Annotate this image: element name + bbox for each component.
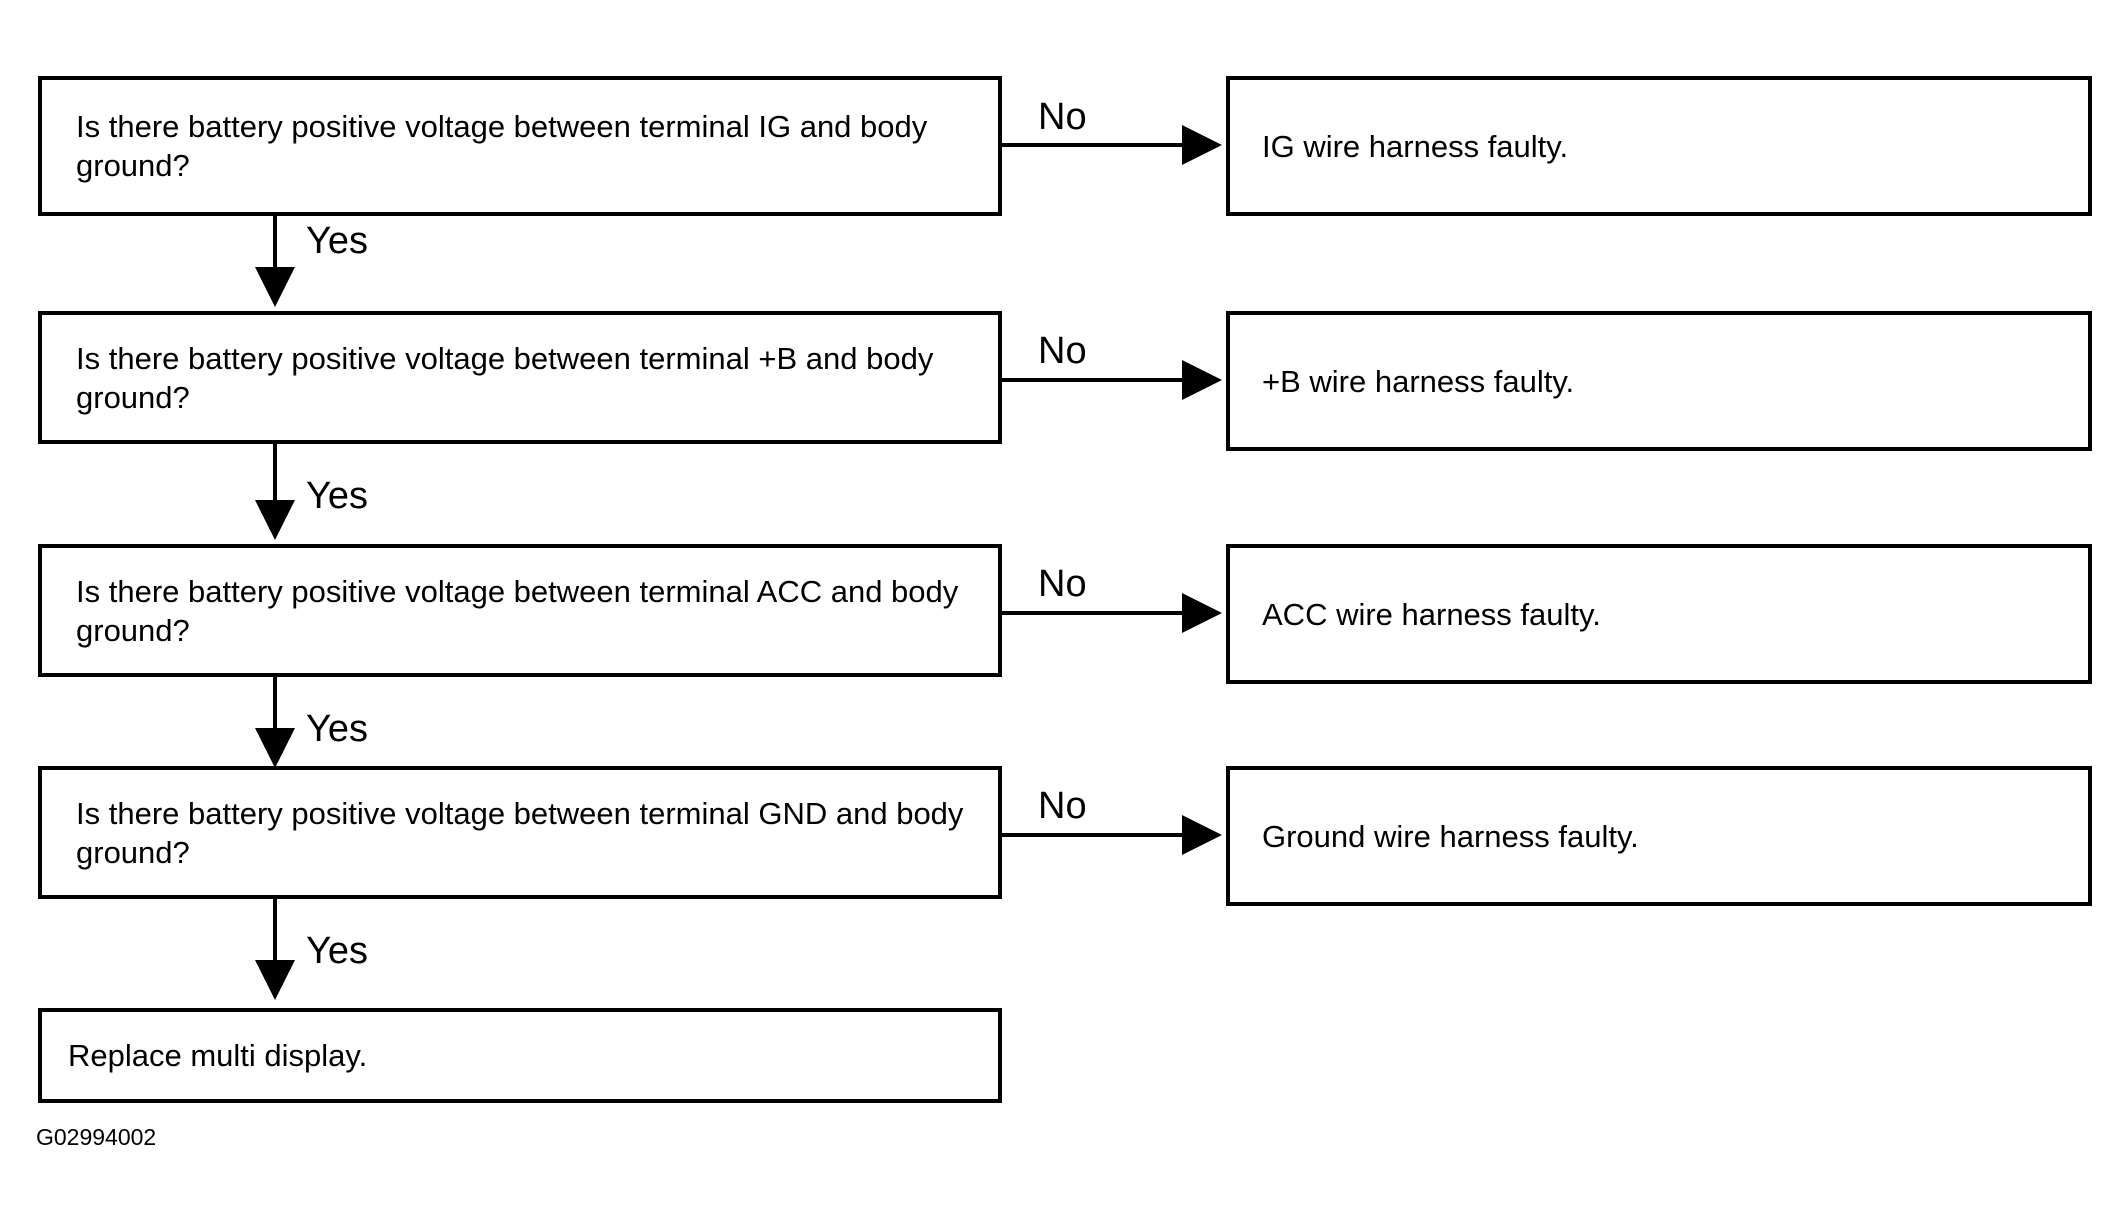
question-box-gnd: Is there battery positive voltage betwee… (38, 766, 1002, 899)
yes-label-2: Yes (306, 475, 368, 517)
question-text-b: Is there battery positive voltage betwee… (76, 340, 934, 415)
question-box-ig: Is there battery positive voltage betwee… (38, 76, 1002, 216)
yes-label-4: Yes (306, 930, 368, 972)
result-text-ig: IG wire harness faulty. (1262, 128, 1569, 164)
final-step-text: Replace multi display. (68, 1037, 368, 1073)
yes-label-1: Yes (306, 220, 368, 262)
final-step-box: Replace multi display. (38, 1008, 1002, 1103)
question-text-acc: Is there battery positive voltage betwee… (76, 573, 959, 648)
no-label-2: No (1038, 330, 1087, 372)
question-text-ig: Is there battery positive voltage betwee… (76, 109, 928, 183)
result-text-acc: ACC wire harness faulty. (1262, 596, 1601, 632)
no-label-1: No (1038, 96, 1087, 138)
no-label-4: No (1038, 785, 1087, 827)
result-box-ig: IG wire harness faulty. (1226, 76, 2092, 216)
result-box-b: +B wire harness faulty. (1226, 311, 2092, 451)
question-box-acc: Is there battery positive voltage betwee… (38, 544, 1002, 677)
yes-label-3: Yes (306, 708, 368, 750)
result-box-acc: ACC wire harness faulty. (1226, 544, 2092, 684)
result-text-gnd: Ground wire harness faulty. (1262, 818, 1639, 854)
result-text-b: +B wire harness faulty. (1262, 363, 1575, 399)
figure-code: G02994002 (36, 1124, 157, 1150)
no-label-3: No (1038, 563, 1087, 605)
question-box-b: Is there battery positive voltage betwee… (38, 311, 1002, 444)
question-text-gnd: Is there battery positive voltage betwee… (76, 795, 964, 870)
result-box-gnd: Ground wire harness faulty. (1226, 766, 2092, 906)
